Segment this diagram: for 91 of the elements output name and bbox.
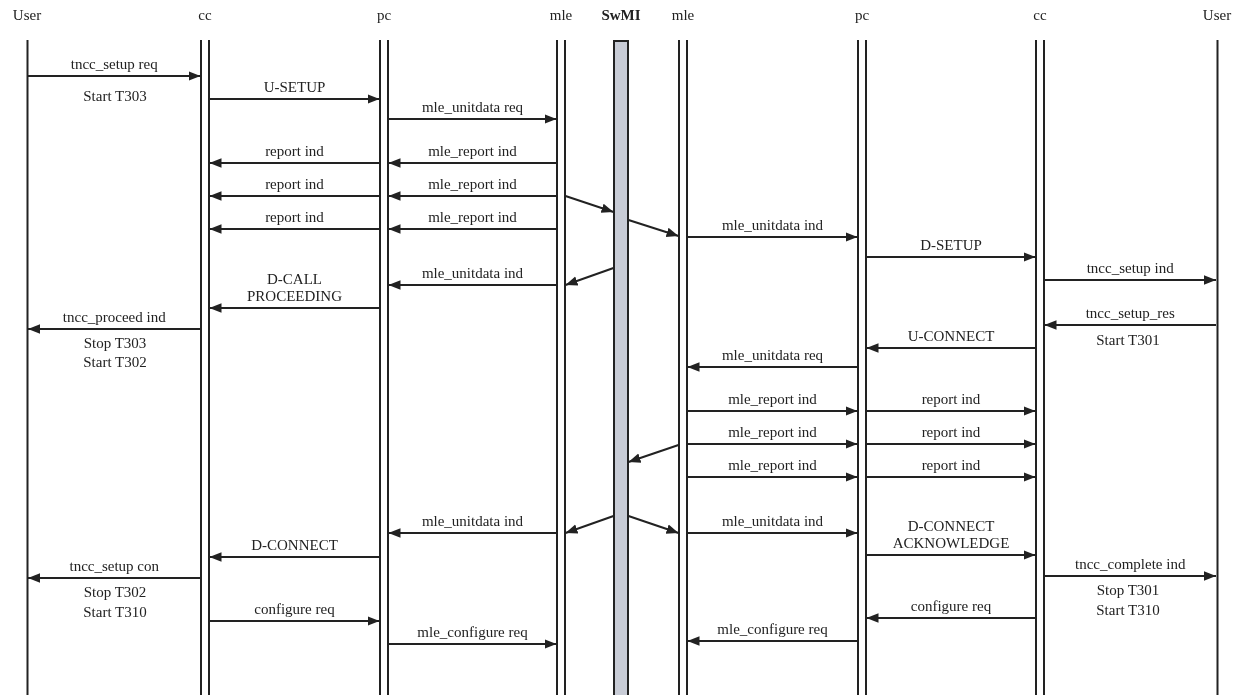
message-arrow — [865, 343, 1037, 353]
message-label: report ind — [920, 457, 982, 474]
message-arrow — [208, 224, 381, 234]
lifeline-header: pc — [853, 6, 871, 24]
message-label: report ind — [264, 209, 325, 226]
message-arrow — [208, 616, 381, 626]
message-label: mle_unitdata req — [720, 347, 825, 364]
message-arrow — [1043, 320, 1217, 330]
message-label: tncc_setup con — [68, 558, 161, 575]
timer-note: Start T301 — [1096, 331, 1160, 350]
message-arrow — [686, 362, 859, 372]
message-arrow — [208, 94, 381, 104]
lifeline-header: User — [1201, 6, 1233, 24]
message-arrow — [627, 219, 680, 237]
message-arrow — [387, 528, 558, 538]
message-arrow — [627, 444, 680, 463]
timer-note: Stop T303 — [83, 334, 147, 353]
message-label: report ind — [920, 391, 982, 408]
message-arrow — [208, 191, 381, 201]
message-arrow — [686, 472, 859, 482]
message-arrow — [1043, 571, 1217, 581]
message-label: U-CONNECT — [906, 328, 996, 345]
message-arrow — [387, 158, 558, 168]
message-label: report ind — [264, 143, 325, 160]
message-label: D-CONNECT ACKNOWLEDGE — [891, 518, 1011, 552]
message-label: mle_unitdata ind — [720, 513, 825, 530]
message-arrow — [387, 280, 558, 290]
message-arrow — [564, 515, 615, 534]
message-arrow — [387, 639, 558, 649]
message-label: mle_configure req — [416, 624, 529, 641]
message-label: U-SETUP — [262, 79, 327, 96]
message-label: mle_report ind — [727, 391, 818, 408]
message-label: D-CONNECT — [250, 537, 339, 554]
message-arrow — [208, 303, 381, 313]
message-arrow — [686, 528, 859, 538]
message-label: mle_report ind — [727, 457, 818, 474]
message-arrow — [1043, 275, 1217, 285]
message-label: mle_report ind — [427, 143, 518, 160]
lifeline-header: SwMI — [600, 6, 642, 24]
message-label: D-SETUP — [919, 237, 983, 254]
message-arrow — [564, 267, 615, 286]
message-label: mle_unitdata ind — [420, 513, 525, 530]
timer-note: Start T303 — [83, 87, 147, 106]
message-arrow — [865, 613, 1037, 623]
message-label: tncc_setup_res — [1084, 305, 1176, 322]
message-label: mle_unitdata ind — [420, 265, 525, 282]
message-arrow — [865, 406, 1037, 416]
timer-note: Start T310 — [1096, 601, 1160, 620]
lifeline-header: cc — [197, 6, 213, 24]
message-label: configure req — [253, 601, 336, 618]
message-arrow — [686, 232, 859, 242]
message-arrow — [686, 439, 859, 449]
message-arrow — [865, 472, 1037, 482]
message-arrow — [686, 406, 859, 416]
lifeline-header: pc — [375, 6, 393, 24]
message-arrow — [865, 439, 1037, 449]
timer-note: Start T302 — [83, 353, 147, 372]
message-label: mle_report ind — [427, 176, 518, 193]
message-label: tncc_setup ind — [1085, 260, 1175, 277]
message-arrow — [208, 552, 381, 562]
lifeline-header: mle — [548, 6, 574, 24]
message-label: mle_report ind — [427, 209, 518, 226]
message-label: D-CALL PROCEEDING — [246, 271, 343, 305]
lifeline-header: User — [11, 6, 43, 24]
message-label: tncc_setup req — [69, 56, 159, 73]
message-arrow — [27, 573, 202, 583]
message-arrow — [27, 71, 202, 81]
message-label: configure req — [909, 598, 993, 615]
message-label: report ind — [264, 176, 325, 193]
message-label: mle_configure req — [716, 621, 829, 638]
message-arrow — [564, 195, 615, 213]
message-arrow — [387, 191, 558, 201]
message-arrow — [208, 158, 381, 168]
timer-note: Stop T302 — [83, 583, 147, 602]
message-label: mle_report ind — [727, 424, 818, 441]
message-arrow — [27, 324, 202, 334]
message-label: mle_unitdata req — [420, 99, 525, 116]
message-label: report ind — [920, 424, 982, 441]
message-label: mle_unitdata ind — [720, 217, 825, 234]
message-label: tncc_proceed ind — [61, 309, 167, 326]
message-arrow — [865, 550, 1037, 560]
lifeline-header: cc — [1032, 6, 1048, 24]
message-arrow — [865, 252, 1037, 262]
message-arrow — [686, 636, 859, 646]
timer-note: Stop T301 — [1096, 581, 1160, 600]
message-arrow — [387, 224, 558, 234]
message-arrow — [627, 515, 680, 534]
message-arrow — [387, 114, 558, 124]
lifeline-header: mle — [670, 6, 696, 24]
timer-note: Start T310 — [83, 603, 147, 622]
message-label: tncc_complete ind — [1074, 556, 1187, 573]
